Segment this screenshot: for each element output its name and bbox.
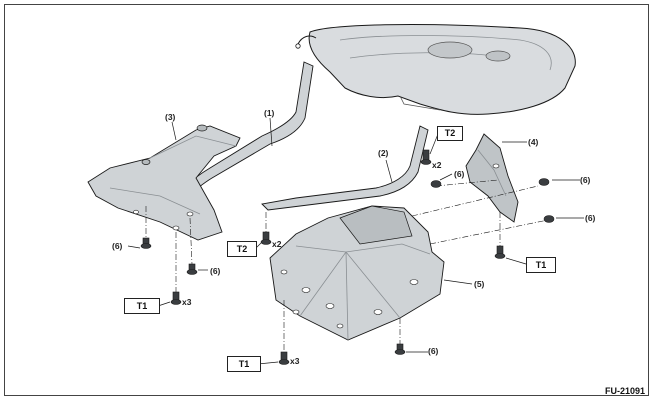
cover-3 [87, 124, 241, 241]
label-part-5: (5) [474, 279, 485, 289]
bolt-icon [170, 291, 182, 305]
quantity-x2: x2 [272, 239, 282, 249]
nut-icon [543, 215, 555, 223]
fasteners [140, 149, 555, 365]
label-part-4: (4) [528, 137, 539, 147]
bolt-icon [394, 343, 406, 355]
torque-box-t1: T1 [227, 356, 261, 372]
label-part-6: (6) [428, 346, 439, 356]
alignment-lines [145, 158, 549, 352]
bolt-icon [494, 245, 506, 259]
label-part-3: (3) [165, 112, 176, 122]
nut-icon [430, 180, 442, 188]
label-part-6: (6) [580, 175, 591, 185]
quantity-x2: x2 [432, 160, 442, 170]
strap-2 [261, 125, 429, 211]
cover-5 [269, 205, 445, 341]
bolt-icon [186, 263, 198, 275]
leader-lines [127, 117, 584, 365]
bolt-icon [420, 149, 432, 165]
quantity-x3: x3 [290, 356, 300, 366]
figure-code: FU-21091 [604, 386, 645, 396]
label-part-2: (2) [378, 148, 389, 158]
nut-icon [538, 178, 550, 186]
torque-box-t2: T2 [227, 241, 257, 257]
label-part-1: (1) [264, 108, 275, 118]
torque-box-t1: T1 [526, 257, 556, 273]
figure-frame [4, 4, 649, 396]
label-part-6: (6) [112, 241, 123, 251]
fuel-tank [295, 24, 576, 115]
bolt-icon [140, 237, 152, 249]
bolt-icon [260, 231, 272, 245]
torque-box-t2: T2 [437, 126, 463, 141]
bracket-4 [465, 133, 519, 223]
label-part-6: (6) [454, 169, 465, 179]
torque-box-t1: T1 [124, 298, 160, 314]
label-part-6: (6) [210, 266, 221, 276]
quantity-x3: x3 [182, 297, 192, 307]
label-part-6: (6) [585, 213, 596, 223]
bolt-icon [278, 351, 290, 365]
